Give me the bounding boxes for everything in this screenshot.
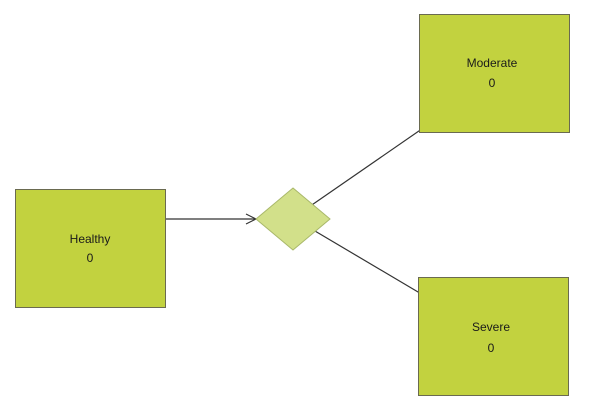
state-severe-box — [418, 277, 569, 396]
state-severe[interactable]: Severe 0 — [418, 277, 569, 396]
state-severe-value: 0 — [488, 341, 495, 355]
state-moderate-box — [419, 14, 570, 133]
state-healthy-box — [15, 189, 166, 308]
chance-node-diamond[interactable] — [255, 187, 331, 251]
state-healthy[interactable]: Healthy 0 — [15, 189, 166, 308]
state-moderate-value: 0 — [489, 76, 496, 90]
state-healthy-label: Healthy — [70, 232, 111, 246]
state-severe-label: Severe — [472, 320, 510, 334]
state-healthy-value: 0 — [87, 251, 94, 265]
state-moderate-label: Moderate — [467, 56, 518, 70]
state-moderate[interactable]: Moderate 0 — [419, 14, 570, 133]
